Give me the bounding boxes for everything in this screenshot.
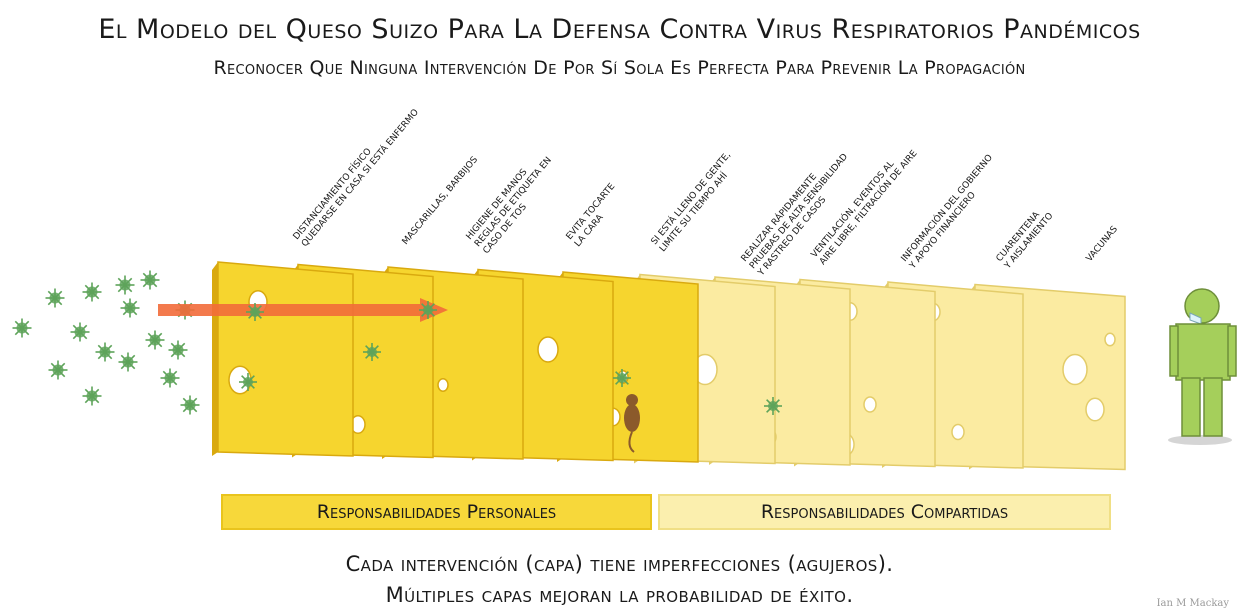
virus-icon bbox=[82, 386, 102, 406]
virus-icon bbox=[145, 330, 165, 350]
person-icon bbox=[1168, 288, 1237, 445]
cheese-hole bbox=[537, 336, 559, 363]
cheese-hole bbox=[1062, 353, 1088, 386]
virus-icon bbox=[115, 275, 135, 295]
virus-icon bbox=[70, 322, 90, 342]
cheese-hole bbox=[437, 378, 449, 392]
virus-icon bbox=[239, 373, 257, 391]
virus-icon bbox=[120, 298, 140, 318]
virus-icon bbox=[419, 301, 437, 319]
slice-label-6: REALIZAR RÁPIDAMENTEPRUEBAS DE ALTA SENS… bbox=[737, 144, 858, 279]
virus-icon bbox=[764, 397, 782, 415]
virus-icon bbox=[140, 270, 160, 290]
cheese-hole bbox=[951, 423, 965, 441]
mouse-icon bbox=[624, 394, 640, 453]
cheese-hole bbox=[1104, 332, 1116, 347]
virus-icon bbox=[45, 288, 65, 308]
virus-icon bbox=[363, 343, 381, 361]
cheese-hole bbox=[863, 396, 877, 413]
author-credit: Ian M Mackay bbox=[1156, 598, 1229, 609]
virus-icon bbox=[95, 342, 115, 362]
virus-path-arrow bbox=[158, 298, 448, 322]
cheese-slice-1 bbox=[212, 261, 354, 457]
virus-icon bbox=[168, 340, 188, 360]
caption-line-1: Cada intervención (capa) tiene imperfecc… bbox=[345, 552, 894, 576]
virus-icon bbox=[12, 318, 32, 338]
band-shared-responsibilities: Responsabilidades Compartidas bbox=[658, 494, 1111, 530]
cheese-hole bbox=[1085, 397, 1105, 422]
page-subtitle: Reconocer Que Ninguna Intervención De Po… bbox=[213, 57, 1026, 79]
caption-line-2: Múltiples capas mejoran la probabilidad … bbox=[385, 583, 854, 607]
virus-icon bbox=[180, 395, 200, 415]
virus-icon bbox=[82, 282, 102, 302]
slice-label-1: DISTANCIAMIENTO FÍSICOQUEDARSE EN CASA S… bbox=[290, 99, 421, 249]
page-title: El Modelo del Queso Suizo Para La Defens… bbox=[98, 14, 1141, 45]
slice-label-4: EVITA TOCARTELA CARA bbox=[565, 182, 626, 249]
virus-icon bbox=[246, 303, 264, 321]
virus-icon bbox=[613, 369, 631, 387]
slice-label-9: CUARENTENAY AISLAMIENTO bbox=[994, 204, 1056, 272]
virus-icon bbox=[118, 352, 138, 372]
slice-label-3: HIGIENE DE MANOSREGLAS DE ETIQUETA ENCAS… bbox=[465, 148, 563, 256]
band-personal-responsibilities: Responsabilidades Personales bbox=[221, 494, 652, 530]
slice-label-8: INFORMACIÓN DEL GOBIERNOY APOYO FINANCIE… bbox=[897, 152, 1003, 272]
virus-icon bbox=[48, 360, 68, 380]
virus-icon bbox=[160, 368, 180, 388]
slice-label-10: VACUNAS bbox=[1085, 224, 1121, 264]
slice-label-5: SI ESTÁ LLENO DE GENTE,LIMITE SU TIEMPO … bbox=[648, 149, 741, 254]
